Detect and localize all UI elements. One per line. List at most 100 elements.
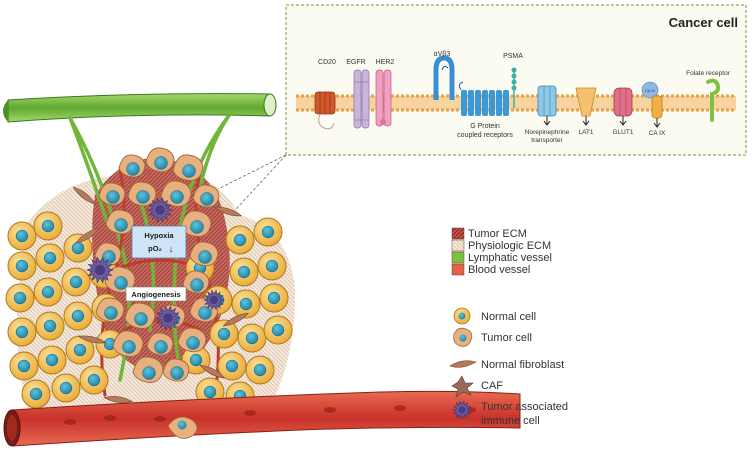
inset-title: Cancer cell (669, 15, 738, 30)
normal-cell (61, 267, 91, 297)
legend-label-caf: CAF (481, 380, 503, 392)
tumor-cell (146, 332, 174, 356)
hypoxia-po2: pO₂ (148, 244, 162, 253)
immune-cell (203, 289, 225, 311)
fibroblast (199, 364, 226, 379)
fibroblast (214, 206, 243, 217)
legend-tumor-cell-icon (453, 327, 473, 347)
legend-label-normal-cell: Normal cell (481, 311, 536, 323)
tumor-cell (189, 241, 219, 267)
fibroblast-group (72, 186, 249, 403)
tumor-cell (104, 266, 136, 293)
normal-cell (237, 323, 267, 353)
cd20-receptor-icon (314, 91, 336, 130)
label-psma: PSMA (503, 53, 523, 60)
normal-cell (259, 283, 289, 313)
legend: Tumor ECM Physiologic ECM Lymphatic vess… (449, 227, 568, 427)
fibroblast (103, 396, 133, 403)
legend-label-blood: Blood vessel (468, 264, 530, 276)
angiogenesis-label-box: Angiogenesis (125, 286, 187, 302)
legend-label-immune-1: Tumor associated (481, 401, 568, 413)
immune-cell (86, 256, 114, 284)
normal-cell (9, 351, 39, 381)
hypoxia-label-box: Hypoxia pO₂ ↓ (131, 225, 187, 259)
normal-cell (35, 243, 65, 273)
tumor-cell (172, 154, 204, 181)
angiogenesis-label: Angiogenesis (131, 290, 180, 299)
vessel-tumor-cell (167, 416, 198, 439)
normal-cell (7, 221, 37, 251)
normal-cell (253, 217, 283, 247)
lymphatic-vessel (3, 93, 277, 123)
legend-label-immune-2: immune cell (481, 415, 540, 427)
tumor-cell (112, 330, 144, 357)
fibroblast (72, 186, 97, 205)
normal-cell (5, 283, 35, 313)
label-glut1: GLUT1 (613, 129, 634, 136)
tumor-cell (145, 147, 175, 173)
normal-cell (229, 257, 259, 287)
tumor-cell (132, 356, 164, 383)
fibroblast (75, 227, 101, 244)
normal-cell (217, 351, 247, 381)
normal-cell (225, 225, 255, 255)
blood-vessel (3, 390, 521, 447)
label-cd20: CD20 (318, 59, 336, 66)
normal-cell (209, 319, 239, 349)
normal-cell (231, 289, 261, 319)
legend-caf-icon (451, 375, 474, 398)
label-folate: Folate receptor (686, 70, 731, 77)
egfr-receptor-icon (353, 69, 370, 129)
label-gpcr-2: coupled receptors (457, 132, 513, 139)
tumor-cell (177, 327, 207, 353)
label-lat1: LAT1 (578, 129, 593, 136)
legend-swatch-physiologic-ecm (451, 239, 465, 252)
normal-cell (33, 211, 63, 241)
normal-cell (51, 373, 81, 403)
label-net-2: transporter (531, 137, 563, 144)
norepinephrine-transporter-icon (537, 85, 557, 126)
lat1-transporter-icon (575, 87, 597, 126)
immune-cell (452, 400, 472, 420)
label-ca9: CA IX (649, 130, 666, 137)
legend-swatch-lymphatic (451, 251, 465, 264)
tumor-cell (182, 270, 210, 294)
normal-cell (7, 251, 37, 281)
fibroblast (77, 335, 107, 344)
tumor-cell-group (94, 147, 220, 383)
legend-ecm-block: Tumor ECM Physiologic ECM Lymphatic vess… (451, 227, 552, 276)
tumor-cell (105, 209, 135, 235)
legend-label-physiologic-ecm: Physiologic ECM (468, 240, 551, 252)
glut1-transporter-icon (613, 87, 633, 126)
fibroblast (222, 312, 249, 327)
label-net-1: Norepinephrine (525, 129, 570, 136)
tumor-cell (180, 210, 212, 237)
gpcr-receptor-icon (458, 81, 509, 116)
normal-cell (35, 311, 65, 341)
tumor-cell (95, 297, 125, 323)
normal-cell (37, 345, 67, 375)
her2-receptor-icon (375, 69, 392, 127)
legend-fibroblast-icon (449, 360, 477, 368)
normal-cell (245, 355, 275, 385)
normal-cell (79, 365, 109, 395)
legend-swatch-blood (451, 263, 465, 276)
immune-cell (155, 305, 181, 331)
label-her2: HER2 (376, 59, 395, 66)
legend-label-lymphatic: Lymphatic vessel (468, 252, 552, 264)
avb3-integrin-icon (433, 55, 455, 100)
folate-receptor-icon (706, 78, 721, 122)
legend-label-fibroblast: Normal fibroblast (481, 359, 564, 371)
immune-cell-group (86, 197, 225, 331)
normal-cell (257, 251, 287, 281)
ca9-bubble-label: CA IX (645, 88, 656, 93)
normal-cell (33, 277, 63, 307)
legend-normal-cell-icon (453, 307, 471, 325)
label-gpcr-1: G Protein (470, 123, 500, 130)
ca9-enzyme-icon (641, 81, 663, 128)
cancer-cell-inset: Cancer cell CD20 EGFR (285, 4, 747, 156)
normal-cell (7, 317, 37, 347)
psma-receptor-icon (511, 67, 517, 108)
legend-label-tumor-ecm: Tumor ECM (468, 228, 527, 240)
